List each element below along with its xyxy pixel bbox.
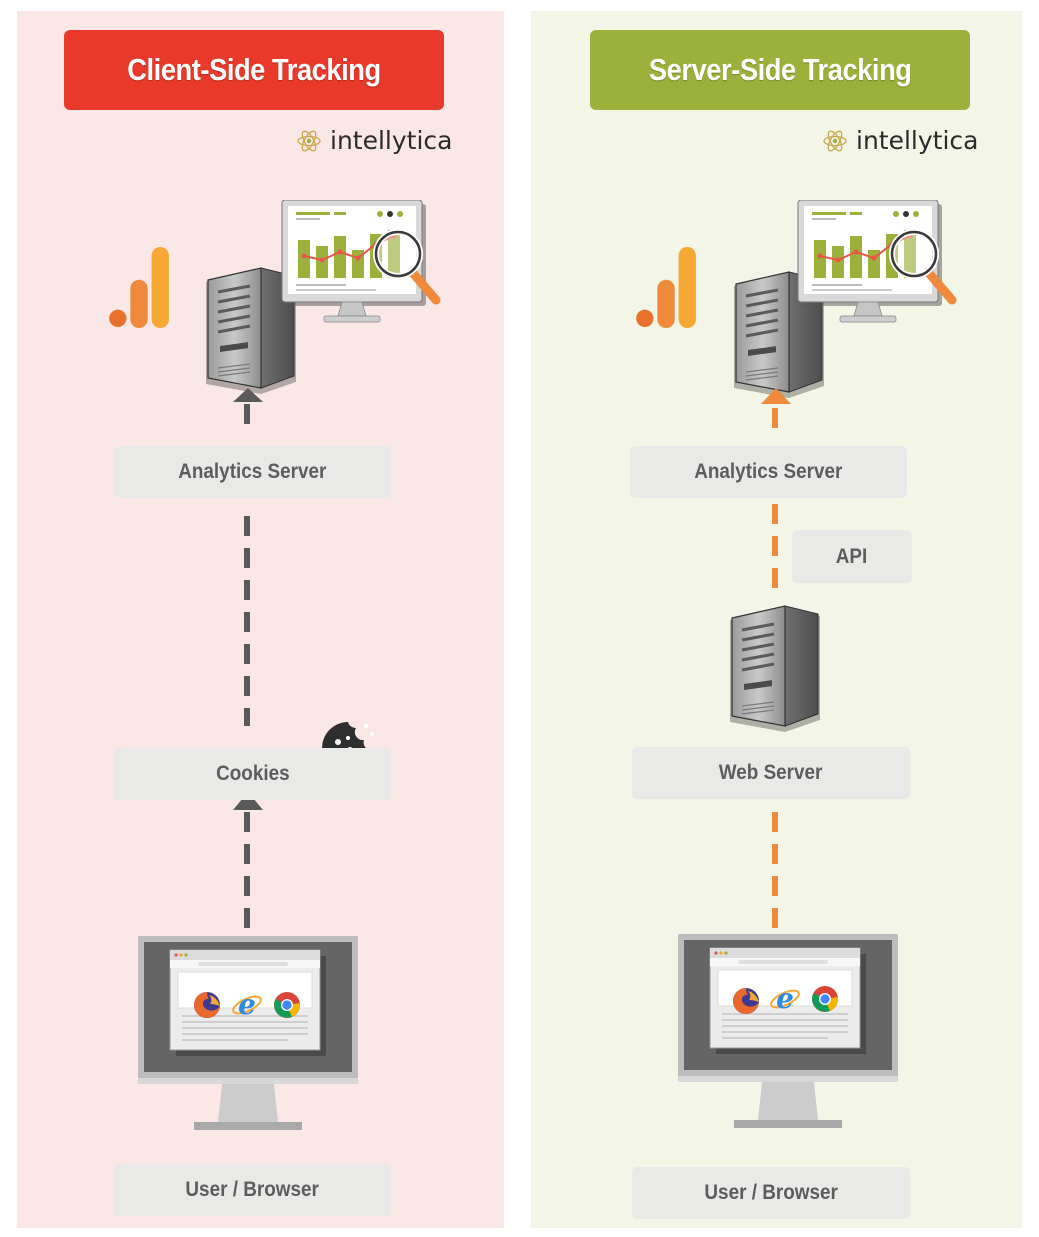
brand-logo-right: intellytica	[822, 126, 978, 155]
api-label: API	[792, 530, 912, 583]
desktop-computer-icon	[678, 934, 898, 1134]
client-analytics-server-label: Analytics Server	[114, 446, 391, 498]
web-server-label: Web Server	[632, 747, 910, 799]
server-user-browser-label: User / Browser	[632, 1167, 910, 1219]
server-side-title: Server-Side Tracking	[590, 30, 970, 110]
server-analytics-server-label: Analytics Server	[630, 446, 907, 498]
brand-atom-icon	[297, 130, 321, 151]
brand-name: intellytica	[330, 126, 453, 155]
arrow-head-up	[233, 388, 263, 402]
client-side-title: Client-Side Tracking	[64, 30, 444, 110]
firefox-icon	[731, 986, 761, 1016]
arrow-head-up	[233, 792, 263, 810]
brand-atom-icon	[823, 130, 847, 151]
internet-explorer-icon	[769, 984, 801, 1014]
brand-name: intellytica	[856, 126, 979, 155]
brand-logo-left: intellytica	[296, 126, 452, 155]
client-user-browser-label: User / Browser	[114, 1164, 391, 1216]
cookies-label: Cookies	[114, 748, 391, 800]
chrome-icon	[810, 984, 840, 1014]
arrow-head-up	[761, 388, 791, 404]
web-server-tower-icon	[730, 602, 820, 732]
